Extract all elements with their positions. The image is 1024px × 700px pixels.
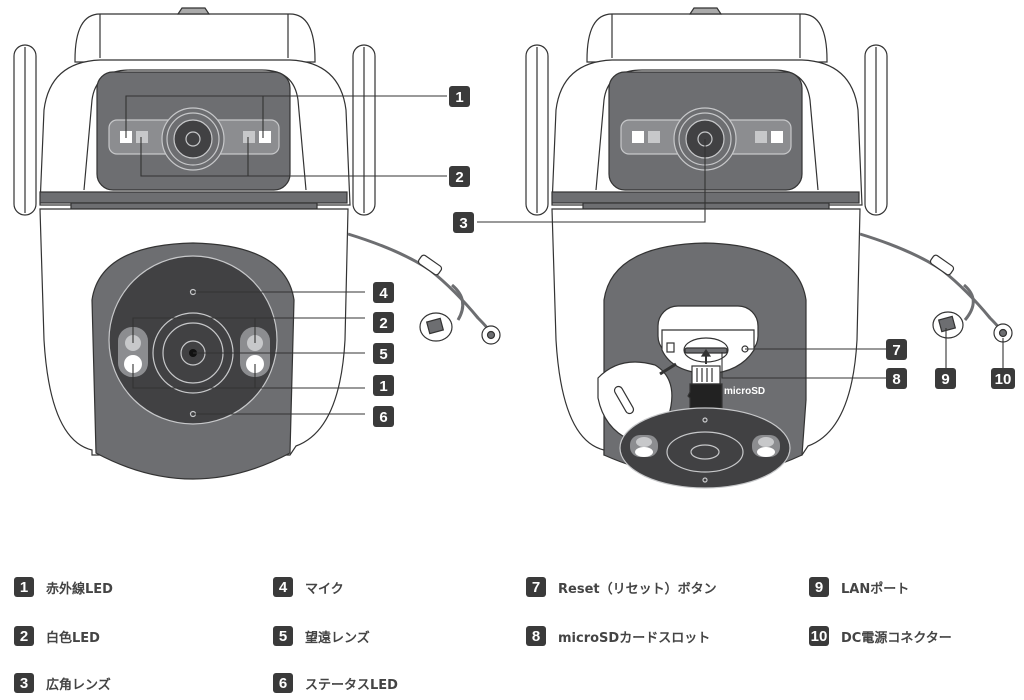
legend-label: microSDカードスロット — [558, 630, 711, 646]
legend-item-ir-led: 1 赤外線LED — [14, 576, 113, 598]
legend-label: DC電源コネクター — [841, 630, 952, 646]
legend-item-wide-angle-lens: 3 広角レンズ — [14, 672, 111, 694]
svg-text:10: 10 — [995, 371, 1012, 388]
legend-item-dc-power-connector: 10 DC電源コネクター — [809, 625, 952, 647]
legend-item-telephoto-lens: 5 望遠レンズ — [273, 625, 370, 647]
legend-label: ステータスLED — [305, 677, 398, 693]
callout-badge-8: 8 — [886, 368, 907, 389]
callout-badges: 1 2 3 4 2 5 1 6 7 8 9 10 — [373, 86, 1015, 427]
legend-number-badge: 7 — [526, 577, 546, 597]
callout-badge-3: 3 — [453, 212, 474, 233]
microsd-card-label: microSD — [724, 386, 765, 397]
legend-item-microphone: 4 マイク — [273, 576, 344, 598]
legend-number-badge: 3 — [14, 673, 34, 693]
callout-badge-2-top: 2 — [449, 166, 470, 187]
legend-label: マイク — [305, 581, 344, 597]
legend-item-lan-port: 9 LANポート — [809, 576, 909, 598]
legend-label: LANポート — [841, 581, 910, 597]
legend-number-badge: 1 — [14, 577, 34, 597]
front-view-camera — [13, 7, 501, 480]
callout-badge-7: 7 — [886, 339, 907, 360]
legend-number-badge: 6 — [273, 673, 293, 693]
legend-label: 広角レンズ — [46, 677, 111, 693]
legend-label: 赤外線LED — [46, 581, 113, 597]
callout-badge-10: 10 — [991, 368, 1015, 389]
svg-text:1: 1 — [455, 89, 463, 106]
legend-item-reset-button: 7 Reset（リセット）ボタン — [526, 576, 717, 598]
callout-badge-1-top: 1 — [449, 86, 470, 107]
legend-item-microsd-slot: 8 microSDカードスロット — [526, 625, 710, 647]
svg-text:8: 8 — [892, 371, 900, 388]
legend-number-badge: 2 — [14, 626, 34, 646]
callout-badge-2-bottom: 2 — [373, 312, 394, 333]
parts-legend: 1 赤外線LED 2 白色LED 3 広角レンズ 4 マイク 5 望遠レンズ 6… — [0, 560, 1024, 700]
legend-number-badge: 10 — [809, 626, 829, 646]
legend-item-status-led: 6 ステータスLED — [273, 672, 398, 694]
callout-badge-4: 4 — [373, 282, 394, 303]
svg-text:6: 6 — [379, 409, 387, 426]
legend-number-badge: 4 — [273, 577, 293, 597]
legend-label: 白色LED — [46, 630, 100, 646]
svg-text:2: 2 — [455, 169, 463, 186]
legend-number-badge: 8 — [526, 626, 546, 646]
svg-text:7: 7 — [892, 342, 900, 359]
rear-view-camera — [525, 7, 1013, 489]
legend-number-badge: 9 — [809, 577, 829, 597]
legend-label: Reset（リセット）ボタン — [558, 581, 717, 597]
callout-badge-1-bottom: 1 — [373, 375, 394, 396]
front-view-leaders — [125, 95, 447, 415]
svg-text:9: 9 — [941, 371, 949, 388]
callout-badge-5: 5 — [373, 343, 394, 364]
callout-badge-6: 6 — [373, 406, 394, 427]
rear-view-leaders — [477, 139, 1004, 379]
legend-item-white-led: 2 白色LED — [14, 625, 100, 647]
svg-text:5: 5 — [379, 346, 387, 363]
legend-number-badge: 5 — [273, 626, 293, 646]
camera-diagram: microSD 1 2 3 4 2 5 1 6 7 8 9 10 — [13, 7, 1015, 489]
svg-text:4: 4 — [379, 285, 388, 302]
legend-label: 望遠レンズ — [305, 630, 370, 646]
svg-text:2: 2 — [379, 315, 387, 332]
svg-text:1: 1 — [379, 378, 387, 395]
callout-badge-9: 9 — [935, 368, 956, 389]
svg-text:3: 3 — [459, 215, 467, 232]
